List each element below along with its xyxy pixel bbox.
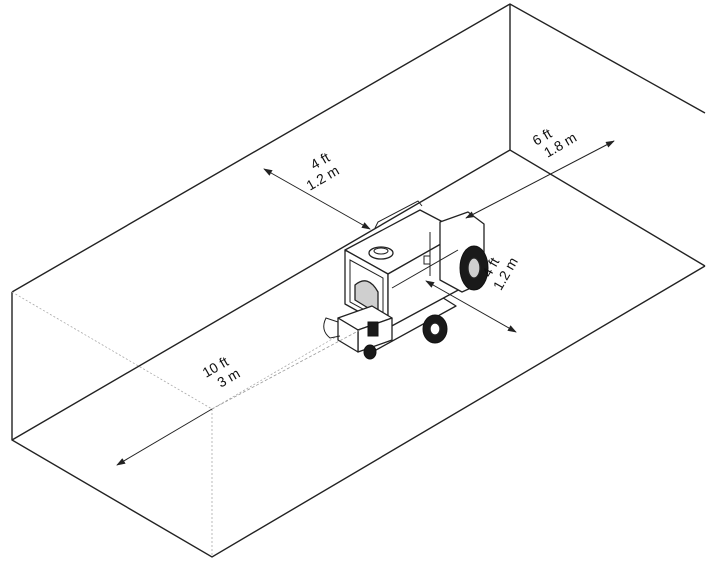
rear-clearance-arrow [465,140,615,219]
front-clearance-arrow [116,408,213,466]
dimension-arrows [116,140,615,466]
svg-text:10 ft 3 m: 10 ft 3 m [200,351,243,394]
svg-text:4 ft 1.2 m: 4 ft 1.2 m [295,147,343,193]
heater-unit [323,200,489,360]
top-clearance-arrow [263,168,371,230]
front-clearance-arrow-hidden [211,329,361,410]
label-front: 10 ft 3 m [200,351,243,394]
svg-text:6 ft 1.8 m: 6 ft 1.8 m [530,115,580,162]
label-top: 4 ft 1.2 m [295,147,343,193]
side-clearance-arrow [425,280,517,333]
label-rear: 6 ft 1.8 m [530,115,580,162]
